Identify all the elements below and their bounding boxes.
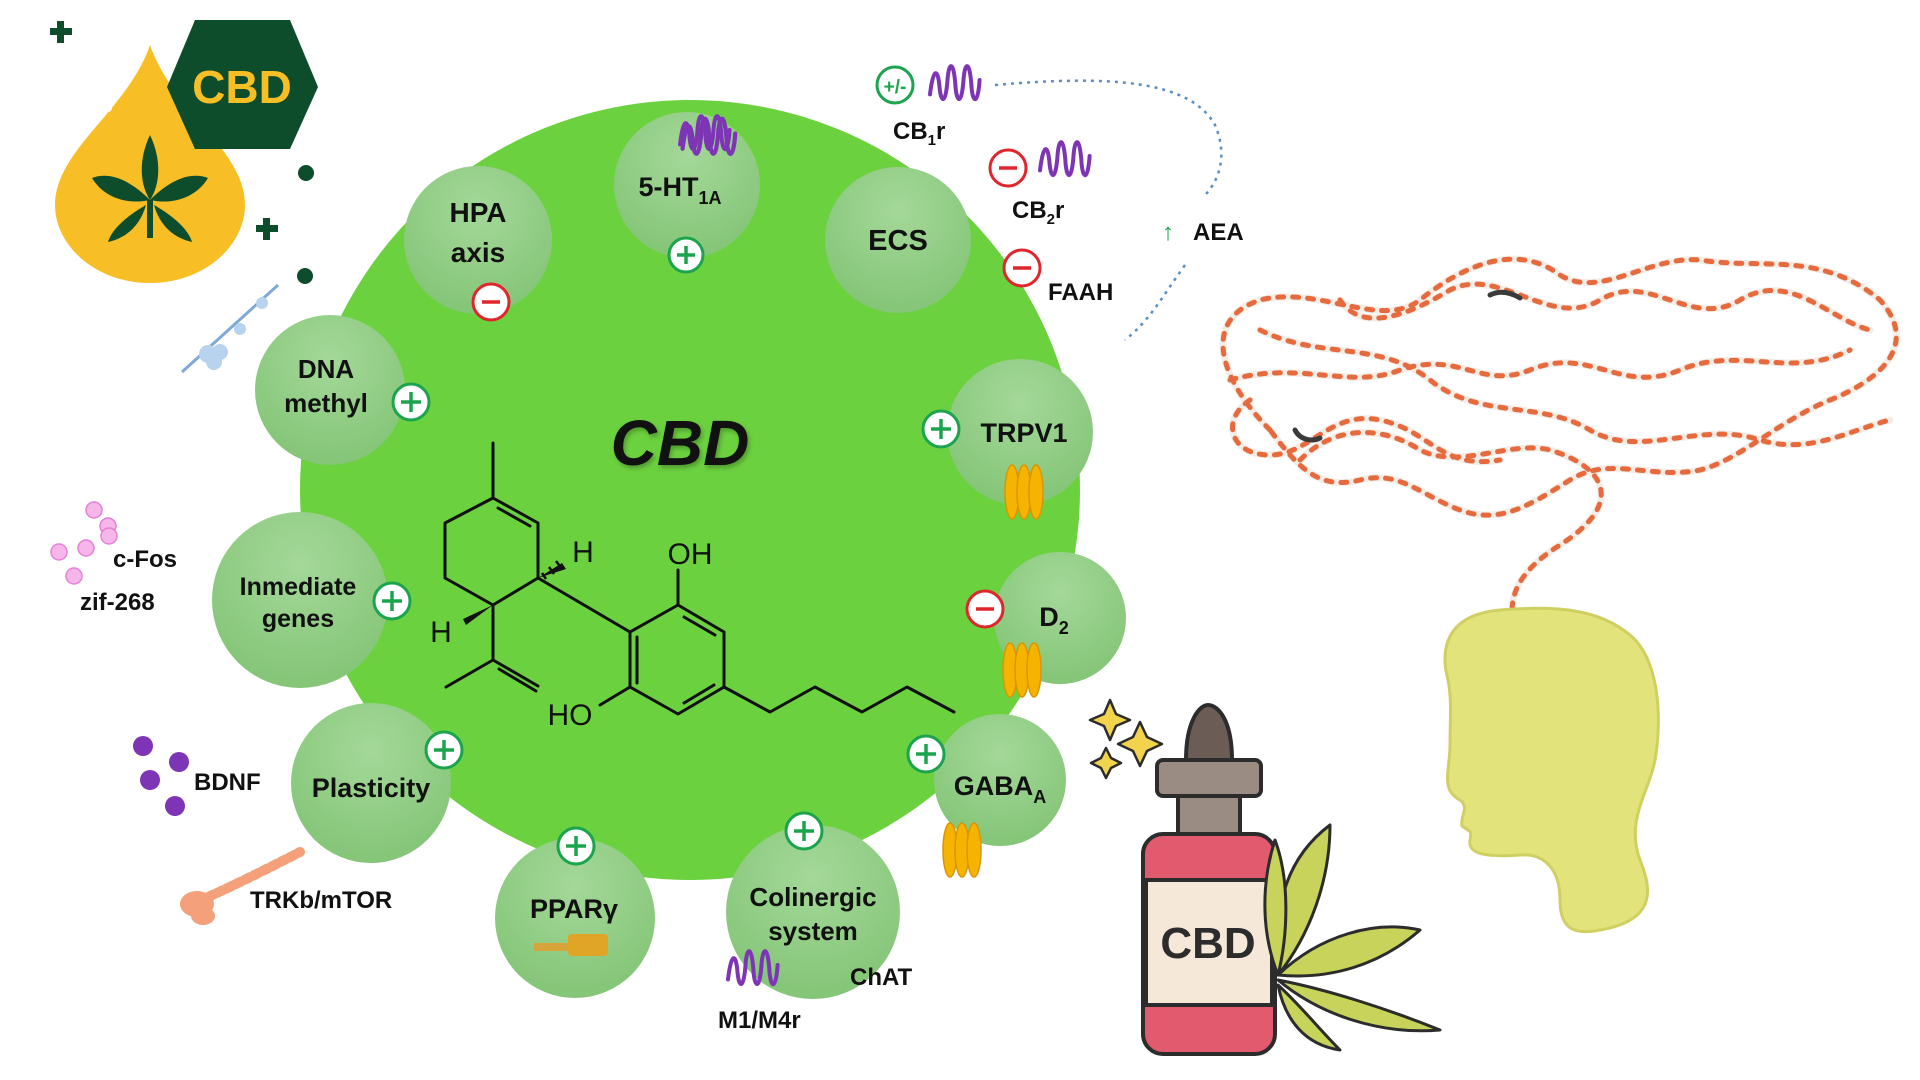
- label: CB: [1012, 197, 1047, 224]
- plus-badge-icon: [391, 382, 431, 422]
- label: CB: [893, 118, 928, 145]
- node-label: 5-HT: [638, 172, 699, 202]
- gpcr-receptor-icon: [1040, 142, 1090, 175]
- bottle-label: CBD: [1160, 919, 1255, 968]
- node-label: PPARγ: [530, 894, 618, 924]
- node-label: Plasticity: [312, 773, 431, 803]
- label: AEA: [1193, 219, 1244, 246]
- node-label-line1: DNA: [298, 354, 355, 384]
- node-subscript: 2: [1059, 618, 1069, 638]
- node-label: GABA: [954, 771, 1034, 801]
- label: FAAH: [1048, 279, 1113, 306]
- effect-badge-text: +/-: [884, 77, 907, 98]
- node-plasticity: Plasticity: [291, 703, 464, 863]
- cannabis-leaf-icon: [1263, 823, 1442, 1052]
- node-label: ECS: [868, 225, 928, 257]
- dot-decor-icon: [297, 268, 313, 284]
- plus-decor-icon: [50, 21, 278, 240]
- cannabis-leaf-icon: [92, 135, 208, 242]
- node-label-line1: Inmediate: [240, 573, 357, 601]
- svg-text:CB1r: CB1r: [893, 118, 945, 149]
- felt-head-image: [1443, 606, 1660, 934]
- sparkle-icon: [1088, 698, 1164, 780]
- node-immediate-genes: Inmediate genes: [212, 512, 412, 688]
- cbd-molecule-structure: [443, 441, 956, 716]
- node-trpv1: TRPV1: [921, 359, 1093, 520]
- node-ppar-gamma: PPARγ: [495, 826, 655, 998]
- logo-text: CBD: [192, 61, 292, 113]
- tail: r: [1055, 197, 1064, 224]
- node-label-line2: system: [768, 916, 858, 946]
- ion-channel-icon: [1004, 464, 1044, 520]
- svg-text:5-HT1A: 5-HT1A: [638, 172, 721, 208]
- tangled-string-image: [1219, 255, 1900, 644]
- dot-decor-icon: [298, 165, 314, 181]
- molecule-oh-bottom: HO: [548, 699, 593, 732]
- m1m4r-label: M1/M4r: [718, 1007, 801, 1034]
- subscript: 1: [928, 132, 936, 149]
- cb1r-annotation: +/- CB1r: [875, 66, 980, 149]
- svg-text:GABAA: GABAA: [954, 771, 1047, 807]
- node-ecs: ECS: [825, 167, 971, 313]
- node-colinergic-system: Colinergic system: [726, 811, 900, 999]
- node-subscript: A: [1033, 787, 1046, 807]
- subscript: 2: [1047, 211, 1055, 228]
- node-d2: D2: [965, 552, 1126, 698]
- node-subscript: 1A: [698, 188, 721, 208]
- cb2r-annotation: CB2r: [988, 142, 1090, 228]
- bdnf-dots: [133, 736, 189, 816]
- node-label-line1: HPA: [449, 197, 506, 228]
- ion-channel-icon: [942, 822, 982, 878]
- plus-badge-icon: [784, 811, 824, 851]
- plus-badge-icon: [372, 581, 412, 621]
- node-gaba-a: GABAA: [906, 714, 1066, 878]
- ion-channel-icon: [1002, 642, 1042, 698]
- hashed-bond-icon: [540, 560, 563, 580]
- molecule-h-upper: H: [572, 536, 594, 569]
- immediate-gene-dots: [50, 501, 118, 585]
- up-arrow-icon: ↑: [1162, 219, 1174, 246]
- nuclear-receptor-icon: [534, 934, 608, 956]
- svg-text:CB2r: CB2r: [1012, 197, 1064, 228]
- molecule-h-lower: H: [430, 616, 452, 649]
- node-hpa-axis: HPA axis: [404, 166, 552, 322]
- svg-text:D2: D2: [1039, 602, 1069, 638]
- node-label: TRPV1: [980, 418, 1067, 448]
- aea-annotation: ↑ AEA: [1162, 219, 1244, 246]
- plus-badge-icon: [921, 409, 961, 449]
- plus-badge-icon: [556, 826, 596, 866]
- zif-label: zif-268: [80, 589, 155, 616]
- trkb-label: TRKb/mTOR: [250, 887, 392, 914]
- plus-badge-icon: [667, 236, 705, 274]
- node-label-line1: Colinergic: [749, 882, 876, 912]
- node-label-line2: methyl: [284, 388, 368, 418]
- node-dna-methyl: DNA methyl: [255, 315, 431, 465]
- minus-badge-icon: [965, 589, 1005, 629]
- chat-label: ChAT: [850, 964, 913, 991]
- bdnf-label: BDNF: [194, 769, 261, 796]
- node-label-line2: axis: [451, 237, 506, 268]
- tail: r: [936, 118, 945, 145]
- trkb-receptor-icon: [180, 847, 305, 925]
- node-label-line2: genes: [262, 605, 334, 633]
- gpcr-receptor-icon: [930, 66, 980, 99]
- cfos-label: c-Fos: [113, 546, 177, 573]
- cbd-hexagon-badge: [167, 20, 318, 149]
- faah-annotation: FAAH: [1002, 248, 1113, 306]
- plus-badge-icon: [906, 734, 946, 774]
- molecule-oh-top: OH: [668, 538, 713, 571]
- dna-strand-icon: [180, 283, 280, 374]
- minus-badge-icon: [471, 282, 511, 322]
- cbd-oil-logo: CBD: [50, 20, 318, 284]
- hub-title: CBD: [611, 407, 750, 479]
- cbd-dropper-bottle-icon: CBD: [1141, 703, 1277, 1056]
- node-label: D: [1039, 602, 1059, 632]
- plus-badge-icon: [424, 730, 464, 770]
